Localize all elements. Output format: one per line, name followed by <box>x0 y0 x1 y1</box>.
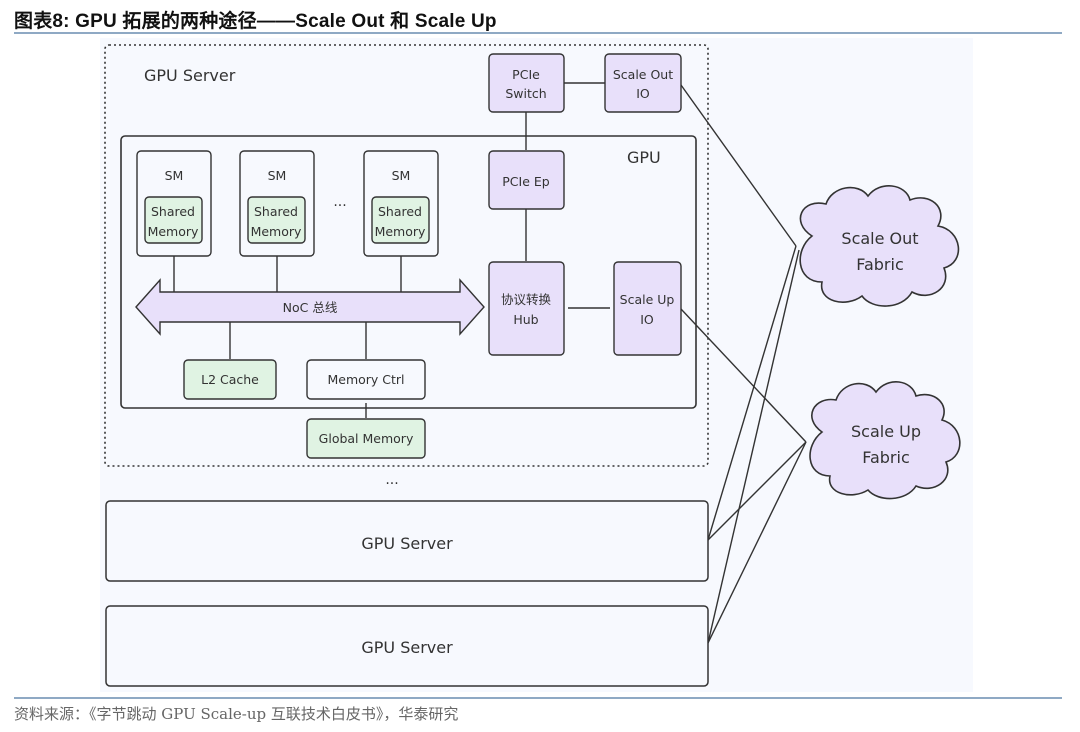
scale-out-io-label-1: Scale Out <box>613 67 673 82</box>
l2-cache-label: L2 Cache <box>201 372 259 387</box>
gpu-box <box>120 135 697 409</box>
link-server1-to-scaleout <box>707 245 797 541</box>
link-server2-to-scaleout <box>707 249 800 644</box>
link-server2-to-scaleup <box>707 441 807 644</box>
gpu-server-box-2 <box>105 500 709 582</box>
scale-up-fabric-label-2: Fabric <box>862 448 910 467</box>
scale-up-fabric-label-1: Scale Up <box>851 422 921 441</box>
source-divider <box>14 697 1062 699</box>
shared-memory-label-1: Shared <box>378 204 422 219</box>
gpu-server-box-3 <box>105 605 709 687</box>
gpu-server-3-label: GPU Server <box>361 638 453 657</box>
l2-cache-box <box>183 359 277 400</box>
scale-up-fabric-cloud: Scale Up Fabric <box>809 381 961 500</box>
sm-unit: SM Shared Memory <box>239 150 315 292</box>
gpu-server-label: GPU Server <box>144 66 236 85</box>
noc-bus-label: NoC 总线 <box>283 300 338 315</box>
shared-memory-box <box>247 196 306 244</box>
noc-bus-arrow <box>135 278 485 336</box>
link-scaleup-io-to-fabric <box>680 308 807 443</box>
sm-label: SM <box>392 168 411 183</box>
figure-title: 图表8: GPU 拓展的两种途径——Scale Out 和 Scale Up <box>14 11 497 32</box>
pcie-switch-box <box>488 53 565 113</box>
shared-memory-label-1: Shared <box>254 204 298 219</box>
shared-memory-box <box>371 196 430 244</box>
scale-out-io-label-2: IO <box>636 86 650 101</box>
memory-ctrl-label: Memory Ctrl <box>327 372 404 387</box>
scale-up-io-label-2: IO <box>640 312 654 327</box>
pcie-ep-label: PCIe Ep <box>502 174 550 189</box>
scale-up-io-label-1: Scale Up <box>620 292 675 307</box>
shared-memory-label-2: Memory <box>251 224 302 239</box>
protocol-hub-box <box>488 261 565 356</box>
sm-unit: SM Shared Memory <box>363 150 439 292</box>
scale-up-io-box <box>613 261 682 356</box>
link-server1-to-scaleup <box>707 441 807 541</box>
shared-memory-label-1: Shared <box>151 204 195 219</box>
gpu-label: GPU <box>627 148 661 167</box>
gpu-server-2-label: GPU Server <box>361 534 453 553</box>
sm-unit: SM Shared Memory <box>136 150 212 292</box>
global-memory-label: Global Memory <box>319 431 414 446</box>
global-memory-box <box>306 418 426 459</box>
scale-out-fabric-cloud: Scale Out Fabric <box>799 185 960 307</box>
scale-out-fabric-label-1: Scale Out <box>841 229 918 248</box>
title-divider <box>14 32 1062 34</box>
shared-memory-label-2: Memory <box>375 224 426 239</box>
shared-memory-label-2: Memory <box>148 224 199 239</box>
hub-label-2: Hub <box>513 312 538 327</box>
hub-label-1: 协议转换 <box>501 292 552 307</box>
shared-memory-box <box>144 196 203 244</box>
sm-ellipsis: ··· <box>333 198 346 214</box>
scale-out-io-box <box>604 53 682 113</box>
scale-out-fabric-label-2: Fabric <box>856 255 904 274</box>
servers-ellipsis: ··· <box>385 476 398 492</box>
pcie-switch-label-2: Switch <box>505 86 546 101</box>
source-note: 资料来源：《字节跳动 GPU Scale-up 互联技术白皮书》，华泰研究 <box>14 705 459 723</box>
sm-label: SM <box>268 168 287 183</box>
link-scaleout-io-to-fabric <box>680 84 797 247</box>
sm-label: SM <box>165 168 184 183</box>
pcie-switch-label-1: PCIe <box>512 67 540 82</box>
memory-ctrl-box <box>306 359 426 400</box>
